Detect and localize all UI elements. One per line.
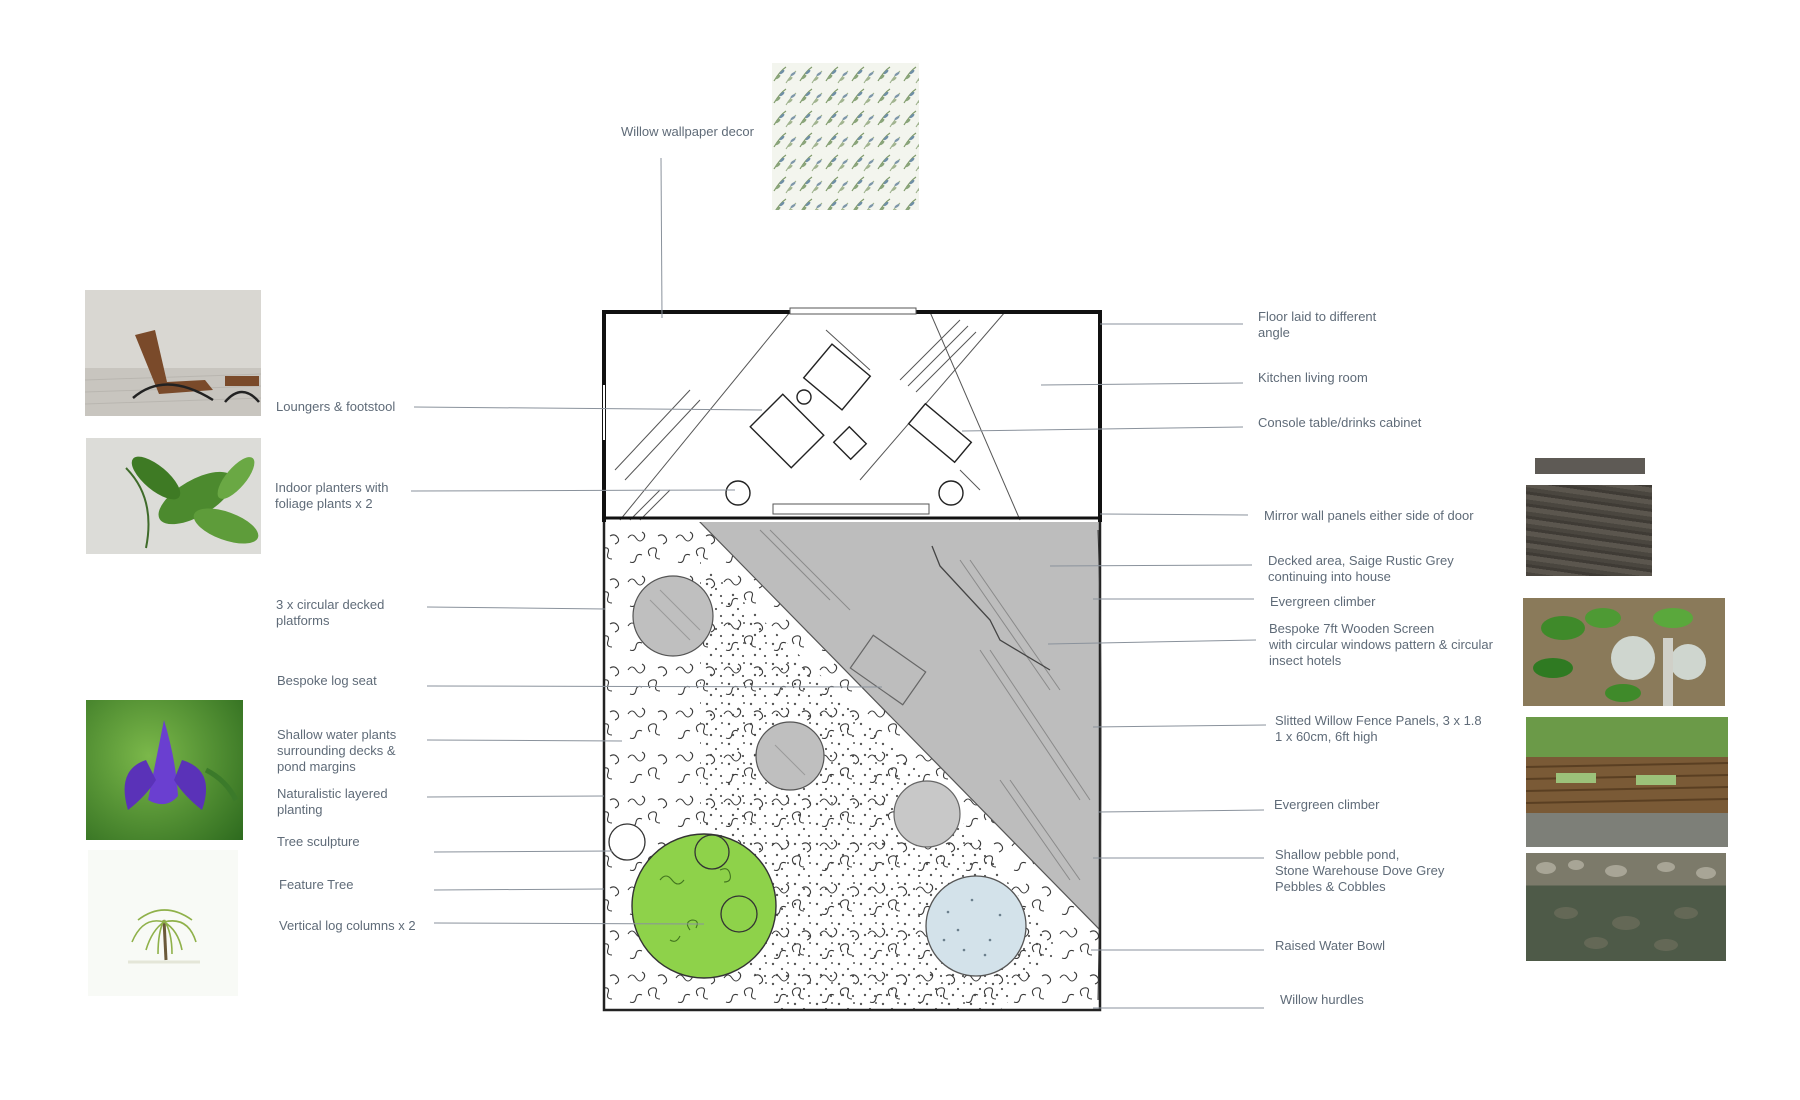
indoor-planter-right — [938, 480, 964, 506]
wooden-screen-photo — [1523, 598, 1725, 706]
label-loungers: Loungers & footstool — [276, 399, 396, 414]
label-kitchen: Kitchen living room — [1258, 370, 1368, 385]
raised-water-bowl — [925, 875, 1027, 977]
label-water-plants: Shallow water plants surrounding decks &… — [277, 727, 397, 774]
label-tree-sculpture: Tree sculpture — [277, 834, 360, 849]
label-console: Console table/drinks cabinet — [1258, 415, 1422, 430]
indoor-planter-left — [725, 480, 751, 506]
label-indoor-planters: Indoor planters with foliage plants x 2 — [275, 480, 389, 511]
label-fence-panels: Slitted Willow Fence Panels, 3 x 1.8 1 x… — [1275, 713, 1482, 744]
label-floor-angle: Floor laid to different angle — [1258, 309, 1377, 340]
decking-wood-texture — [1526, 485, 1652, 576]
log-column-2 — [720, 895, 758, 933]
garden-plot — [604, 522, 1100, 1010]
label-mirror: Mirror wall panels either side of door — [1264, 508, 1474, 523]
leader-lines — [410, 157, 1267, 1009]
label-log-seat: Bespoke log seat — [277, 673, 377, 688]
tree-sculpture — [608, 823, 646, 861]
circular-deck-1 — [632, 575, 714, 657]
grey-decking-sample — [1535, 458, 1645, 474]
kitchen-living-room-plan — [602, 307, 1102, 522]
wooden-screen — [931, 545, 1051, 671]
label-decked-platforms: 3 x circular decked platforms — [276, 597, 385, 628]
label-willow-wallpaper: Willow wallpaper decor — [621, 124, 754, 139]
bespoke-log-seat — [849, 634, 927, 706]
console-table — [907, 402, 973, 464]
loungers-photo — [85, 290, 261, 416]
log-column-1 — [694, 834, 730, 870]
iris-flower-photo — [86, 700, 243, 840]
decked-area — [699, 522, 1100, 931]
foliage-plant-photo — [86, 438, 261, 554]
label-climber-2: Evergreen climber — [1274, 797, 1380, 812]
willow-fence-photo — [1526, 717, 1728, 847]
label-log-columns: Vertical log columns x 2 — [279, 918, 416, 933]
label-decked-area: Decked area, Saige Rustic Grey continuin… — [1268, 553, 1454, 584]
circular-deck-2 — [755, 721, 825, 791]
label-hurdles: Willow hurdles — [1280, 992, 1364, 1007]
weeping-willow-illustration — [88, 850, 238, 996]
label-feature-tree: Feature Tree — [279, 877, 354, 892]
label-climber-1: Evergreen climber — [1270, 594, 1376, 609]
willow-wallpaper-swatch — [772, 63, 919, 210]
pebble-pond-photo — [1526, 853, 1726, 961]
loungers-furniture — [749, 343, 872, 469]
feature-tree — [631, 833, 777, 979]
circular-deck-3 — [893, 780, 961, 848]
label-pebble-pond: Shallow pebble pond, Stone Warehouse Dov… — [1275, 847, 1445, 894]
label-wooden-screen: Bespoke 7ft Wooden Screen with circular … — [1269, 621, 1493, 668]
label-water-bowl: Raised Water Bowl — [1275, 938, 1386, 953]
label-layered-planting: Naturalistic layered planting — [277, 786, 388, 817]
